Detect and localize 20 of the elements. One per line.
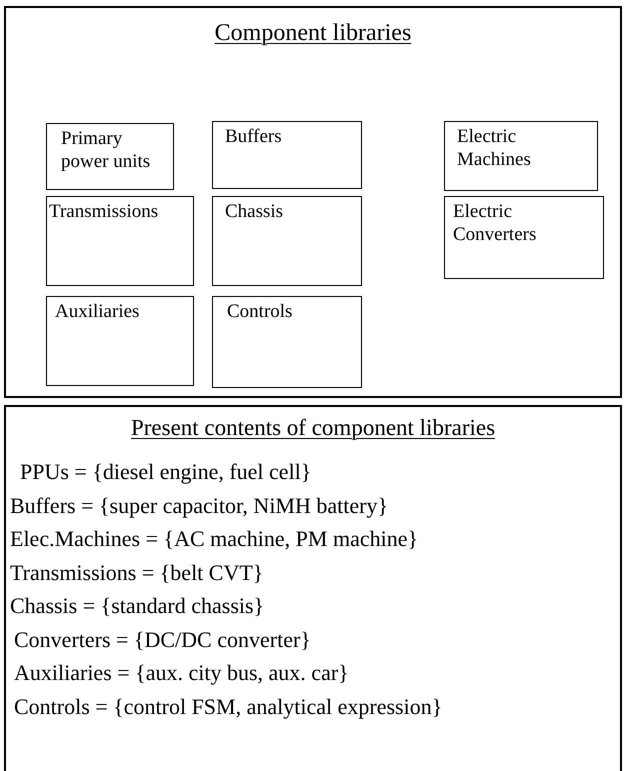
panel xyxy=(4,6,622,398)
library-contents-text: Controls = {control FSM, analytical expression} xyxy=(14,694,442,720)
library-box: Electric Machines xyxy=(444,121,598,191)
panel-heading: Present contents of component libraries xyxy=(130,415,496,440)
library-contents-text: Transmissions = {belt CVT} xyxy=(10,560,264,586)
library-contents-text: Elec.Machines = {AC machine, PM machine} xyxy=(10,526,418,552)
library-contents-text: Auxiliaries = {aux. city bus, aux. car} xyxy=(14,660,349,686)
library-box: Primary power units xyxy=(46,123,174,190)
library-contents-text: Converters = {DC/DC converter} xyxy=(14,626,311,652)
library-box: Chassis xyxy=(212,196,362,286)
library-box: Transmissions xyxy=(46,196,194,286)
panel xyxy=(4,405,622,771)
library-box: Electric Converters xyxy=(444,196,604,279)
library-contents-text: Chassis = {standard chassis} xyxy=(10,593,264,619)
library-box: Controls xyxy=(212,296,362,388)
library-contents-text: PPUs = {diesel engine, fuel cell} xyxy=(20,459,312,485)
library-box: Auxiliaries xyxy=(46,296,194,386)
panel-heading: Component libraries xyxy=(214,20,412,46)
library-contents-text: Buffers = {super capacitor, NiMH battery} xyxy=(10,492,388,518)
library-box: Buffers xyxy=(212,121,362,189)
